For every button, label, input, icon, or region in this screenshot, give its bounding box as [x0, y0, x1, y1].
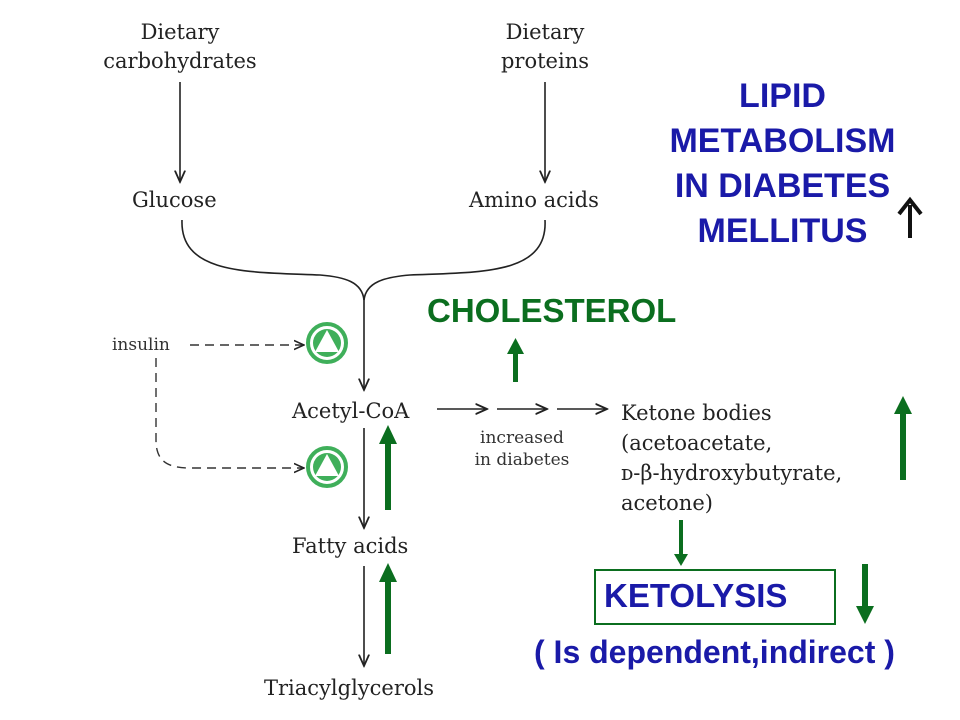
glucose-merge-curve [181, 219, 365, 301]
dietary-proteins-label: Dietary proteins [500, 20, 589, 73]
dependent-indirect-label: ( Is dependent,indirect ) [534, 634, 895, 670]
ketone-bodies-label: Ketone bodies (acetoacetate, ᴅ-β-hydroxy… [621, 401, 843, 515]
title-line: IN DIABETES [674, 167, 891, 205]
cholesterol-up-arrow [507, 338, 524, 382]
increased-in-diabetes-label: increased in diabetes [474, 428, 570, 470]
amino-acids-label: Amino acids [469, 188, 599, 212]
ketone-to-ketolysis-arrow [674, 520, 688, 566]
insulin-label: insulin [112, 335, 170, 355]
title-line: METABOLISM [669, 122, 896, 160]
insulin-dash-bottom [155, 358, 304, 468]
fatty-acids-up-arrow [379, 563, 397, 654]
fatty-acids-label: Fatty acids [292, 534, 409, 558]
triacylglycerols-label: Triacylglycerols [264, 676, 435, 700]
title-line: MELLITUS [697, 212, 868, 250]
dietary-carbohydrates-label: Dietary carbohydrates [103, 20, 257, 73]
activation-symbol-top [306, 322, 348, 364]
acetyl-coa-label: Acetyl-CoA [292, 399, 410, 423]
page-title: LIPID METABOLISM IN DIABETES MELLITUS [650, 74, 915, 254]
title-up-arrow [897, 196, 923, 238]
activation-symbol-bottom [306, 446, 348, 488]
ketolysis-label: KETOLYSIS [604, 577, 788, 614]
title-line: LIPID [739, 77, 826, 115]
amino-merge-curve [363, 219, 546, 301]
ketone-up-arrow [894, 396, 912, 480]
cholesterol-label: CHOLESTEROL [427, 292, 677, 329]
ketolysis-down-arrow [856, 564, 874, 624]
ketolysis-box [594, 569, 836, 625]
acetyl-up-arrow [379, 425, 397, 510]
glucose-label: Glucose [132, 188, 217, 212]
